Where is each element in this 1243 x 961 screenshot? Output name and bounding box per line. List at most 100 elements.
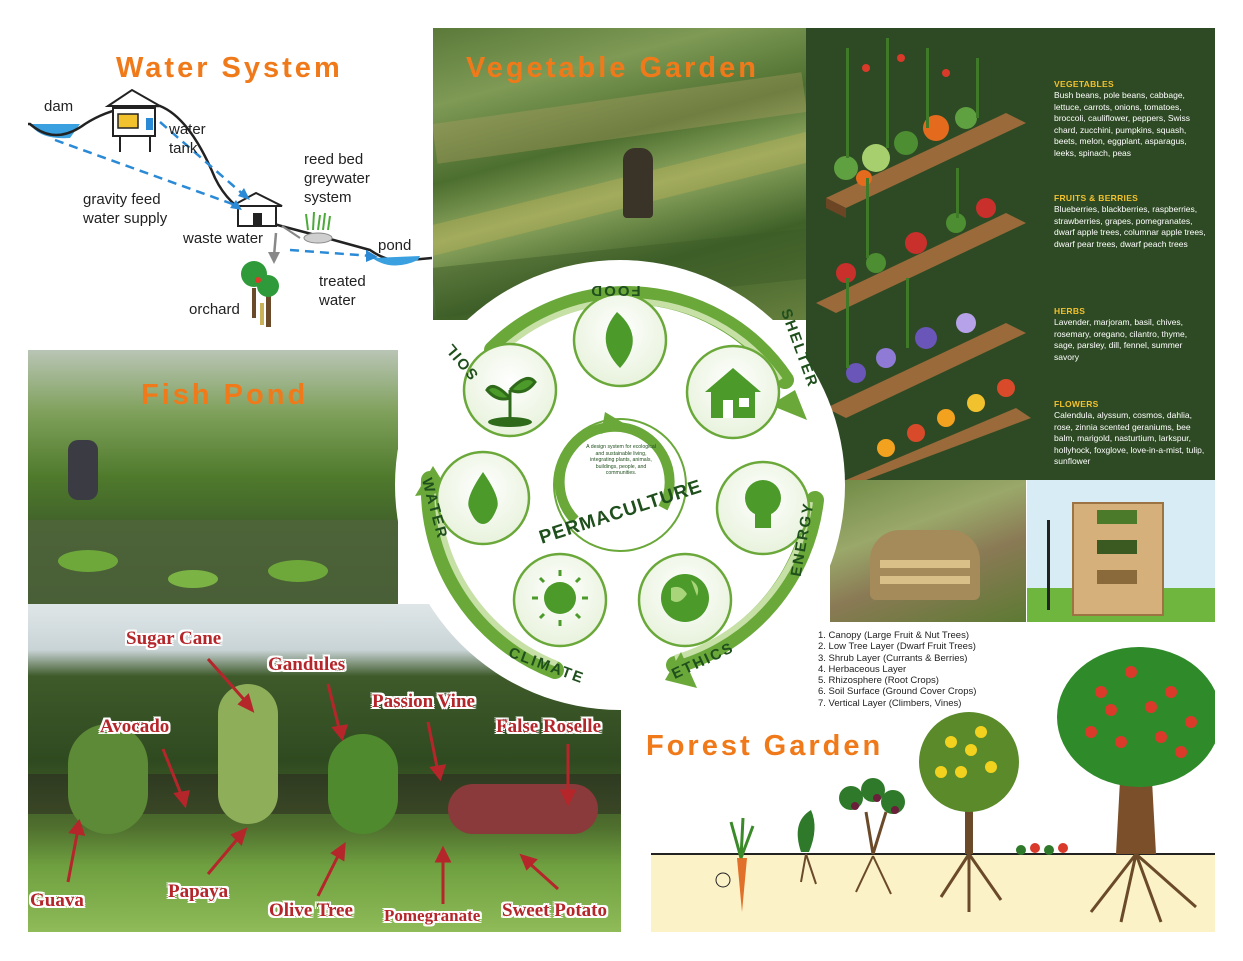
label-olive-tree: Olive Tree bbox=[269, 900, 353, 921]
label-sweet-potato: Sweet Potato bbox=[502, 900, 607, 921]
label-pond: pond bbox=[378, 237, 412, 254]
herbs-list: Lavender, marjoram, basil, chives, rosem… bbox=[1054, 317, 1188, 362]
tank-roof bbox=[104, 88, 164, 107]
label-guava: Guava bbox=[30, 890, 84, 911]
label-treated-2: water bbox=[319, 292, 356, 309]
forest-garden-illustration bbox=[651, 647, 1215, 932]
raised-bed-1 bbox=[826, 113, 1026, 208]
label-gravity-1: gravity feed bbox=[83, 191, 161, 208]
arrow-head-1 bbox=[770, 390, 807, 420]
center-description: A design system for ecological and susta… bbox=[586, 444, 656, 477]
herbs-heading: HERBS bbox=[1054, 306, 1086, 316]
fruits-list: Blueberries, blackberries, raspberries, … bbox=[1054, 204, 1206, 249]
bubble-shelter bbox=[685, 344, 781, 440]
raised-bed-4 bbox=[846, 408, 1031, 480]
label-orchard: orchard bbox=[189, 301, 240, 318]
bed-4-plants bbox=[877, 379, 1015, 457]
label-avocado: Avocado bbox=[100, 716, 170, 737]
fruits-heading: FRUITS & BERRIES bbox=[1054, 193, 1139, 203]
bubble-soil bbox=[462, 342, 558, 438]
raised-beds-illustration bbox=[816, 38, 1031, 480]
arrow-head-2 bbox=[665, 652, 697, 688]
globe-icon bbox=[661, 574, 709, 622]
raised-beds-panel: VEGETABLES Bush beans, pole beans, cabba… bbox=[806, 28, 1215, 480]
label-reed-bed-1: reed bed bbox=[304, 151, 364, 168]
flowers-list: Calendula, alyssum, cosmos, dahlia, rose… bbox=[1054, 410, 1205, 467]
cycle-ring bbox=[420, 286, 824, 679]
bed-1-plants bbox=[834, 38, 979, 186]
blue-tank bbox=[146, 118, 153, 130]
bulb-icon bbox=[745, 480, 781, 516]
label-passion-vine: Passion Vine bbox=[372, 691, 475, 712]
gravity-arrow bbox=[54, 138, 239, 208]
vegetables-list: Bush beans, pole beans, cabbage, lettuce… bbox=[1054, 90, 1191, 158]
bubble-water bbox=[435, 450, 531, 546]
bed-2-plants bbox=[836, 168, 996, 283]
tank-arrow bbox=[159, 121, 246, 197]
fish-pond-photo: Fish Pond bbox=[28, 350, 398, 604]
water-system-panel: Water System dam water tank reed bed gre… bbox=[0, 28, 432, 350]
raised-bed-2 bbox=[816, 213, 1026, 313]
vegetables-heading: VEGETABLES bbox=[1054, 79, 1114, 89]
label-papaya: Papaya bbox=[168, 881, 229, 902]
canopy-tree bbox=[1057, 647, 1215, 923]
label-reed-bed-2: greywater bbox=[304, 170, 370, 187]
label-sugar-cane: Sugar Cane bbox=[126, 628, 222, 649]
label-false-roselle: False Roselle bbox=[496, 716, 602, 737]
gardener-figure bbox=[623, 148, 653, 218]
layer-3: 3. Shrub Layer (Currants & Berries) bbox=[818, 652, 968, 664]
label-treated-1: treated bbox=[319, 273, 366, 290]
label-gandules: Gandules bbox=[268, 654, 346, 675]
water-drop-icon bbox=[468, 472, 498, 524]
label-reed-bed-3: system bbox=[304, 189, 352, 206]
forest-garden-panel bbox=[651, 622, 1215, 932]
label-pomegranate: Pomegranate bbox=[384, 906, 481, 925]
layer-5: 5. Rhizosphere (Root Crops) bbox=[818, 675, 939, 687]
raised-bed-3 bbox=[826, 323, 1026, 418]
soil bbox=[651, 854, 1215, 932]
label-water-tank-1: water bbox=[169, 121, 206, 138]
bubble-climate bbox=[512, 552, 608, 648]
herb-plant bbox=[797, 810, 815, 852]
label-water-tank-2: tank bbox=[169, 140, 198, 157]
compost-pile-photo bbox=[830, 480, 1026, 622]
pitchfork bbox=[1047, 520, 1050, 610]
layer-4: 4. Herbaceous Layer bbox=[818, 663, 907, 675]
layer-6: 6. Soil Surface (Ground Cover Crops) bbox=[818, 686, 977, 698]
berry-bush bbox=[839, 778, 905, 895]
dam-water bbox=[30, 124, 80, 139]
pond-water bbox=[372, 256, 420, 266]
layer-2: 2. Low Tree Layer (Dwarf Fruit Trees) bbox=[818, 641, 976, 653]
yellow-tank bbox=[117, 113, 139, 129]
hillside-line bbox=[28, 104, 432, 263]
bubble-energy bbox=[715, 460, 811, 556]
label-gravity-2: water supply bbox=[83, 210, 168, 227]
layer-1: 1. Canopy (Large Fruit & Nut Trees) bbox=[818, 630, 970, 641]
bubble-ethics bbox=[637, 552, 733, 648]
flowers-heading: FLOWERS bbox=[1054, 399, 1099, 409]
sprout-icon bbox=[485, 376, 537, 420]
food-forest-arrows bbox=[66, 658, 577, 904]
fish-pond-title: Fish Pond bbox=[141, 379, 309, 411]
forest-garden-layers: 1. Canopy (Large Fruit & Nut Trees) 2. L… bbox=[818, 630, 976, 709]
leaf-icon bbox=[605, 312, 633, 368]
orchard-trees bbox=[241, 261, 279, 327]
bed-3-plants bbox=[846, 278, 976, 383]
compost-bin-illustration bbox=[1027, 480, 1215, 622]
label-dam: dam bbox=[44, 98, 74, 115]
carrot bbox=[737, 858, 747, 912]
label-food: FOOD bbox=[589, 282, 640, 299]
treated-arrow bbox=[289, 248, 373, 258]
layer-7: 7. Vertical Layer (Climbers, Vines) bbox=[818, 697, 962, 709]
permaculture-cycle: A design system for ecological and susta… bbox=[395, 260, 845, 710]
dwarf-fruit-tree bbox=[919, 712, 1019, 912]
water-system-title: Water System bbox=[116, 52, 343, 84]
label-waste-water: waste water bbox=[183, 230, 264, 247]
sun-icon bbox=[544, 582, 576, 614]
ground-cover bbox=[1016, 843, 1068, 855]
person-figure bbox=[68, 440, 98, 500]
vegetable-garden-title: Vegetable Garden bbox=[466, 52, 759, 84]
center-circle bbox=[553, 418, 687, 552]
bubble-food bbox=[572, 292, 668, 388]
forest-garden-title: Forest Garden bbox=[646, 730, 884, 762]
